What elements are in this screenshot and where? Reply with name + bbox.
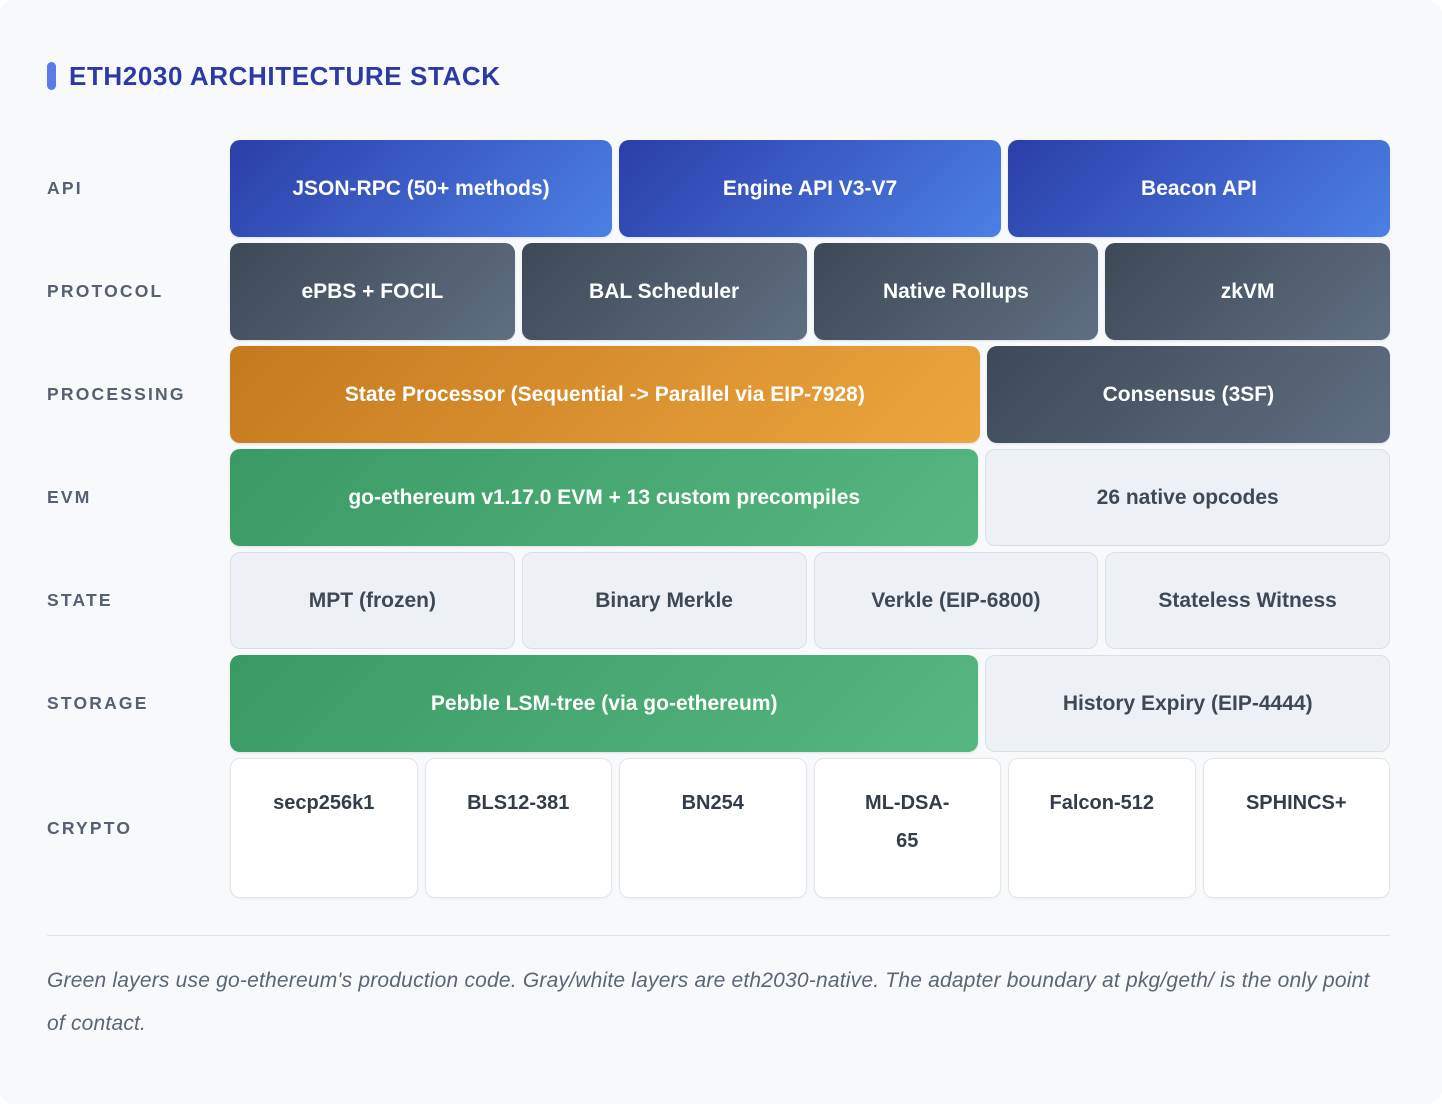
block-label: Consensus (3SF)	[1102, 382, 1275, 406]
block-bal-scheduler: BAL Scheduler	[521, 243, 807, 340]
block-falcon-512: Falcon-512	[1008, 758, 1196, 898]
block-native-opcodes: 26 native opcodes	[985, 449, 1390, 546]
block-label: Beacon API	[1141, 176, 1257, 200]
block-ml-dsa-65: ML-DSA-65	[813, 758, 1001, 898]
block-zkvm: zkVM	[1105, 243, 1390, 340]
row-label-processing: PROCESSING	[47, 384, 186, 404]
block-bls12-381: BLS12-381	[424, 758, 612, 898]
block-label: History Expiry (EIP-4444)	[1062, 691, 1313, 715]
block-epbs-focil: ePBS + FOCIL	[230, 243, 515, 340]
block-stateless-witness: Stateless Witness	[1105, 552, 1390, 649]
block-label: Engine API V3-V7	[722, 176, 898, 200]
row-label-protocol: PROTOCOL	[47, 281, 164, 301]
block-beacon-api: Beacon API	[1008, 140, 1390, 237]
block-consensus-3sf: Consensus (3SF)	[986, 346, 1390, 443]
row-processing: PROCESSING State Processor (Sequential -…	[47, 346, 1390, 443]
block-label: zkVM	[1220, 279, 1275, 303]
block-verkle: Verkle (EIP-6800)	[813, 552, 1099, 649]
block-engine-api: Engine API V3-V7	[619, 140, 1001, 237]
block-label: Stateless Witness	[1158, 588, 1337, 612]
block-pebble-lsm-tree: Pebble LSM-tree (via go-ethereum)	[230, 655, 979, 752]
row-protocol: PROTOCOL ePBS + FOCIL BAL Scheduler Nati…	[47, 243, 1390, 340]
row-storage: STORAGE Pebble LSM-tree (via go-ethereum…	[47, 655, 1390, 752]
block-label: Native Rollups	[882, 279, 1029, 303]
page-title: ETH2030 ARCHITECTURE STACK	[69, 60, 501, 91]
block-native-rollups: Native Rollups	[813, 243, 1099, 340]
title-accent-bar	[47, 62, 56, 90]
block-go-ethereum-evm: go-ethereum v1.17.0 EVM + 13 custom prec…	[230, 449, 979, 546]
row-label-api: API	[47, 178, 83, 198]
block-history-expiry: History Expiry (EIP-4444)	[985, 655, 1390, 752]
row-evm: EVM go-ethereum v1.17.0 EVM + 13 custom …	[47, 449, 1390, 546]
block-label: secp256k1	[273, 792, 375, 814]
block-label: JSON-RPC (50+ methods)	[292, 176, 550, 200]
block-label: go-ethereum v1.17.0 EVM + 13 custom prec…	[348, 485, 861, 509]
block-label: State Processor (Sequential -> Parallel …	[344, 382, 865, 406]
block-label: SPHINCS+	[1245, 792, 1347, 814]
block-label: BAL Scheduler	[589, 279, 740, 303]
block-label: Binary Merkle	[595, 588, 733, 612]
block-label: MPT (frozen)	[308, 588, 436, 612]
row-crypto: CRYPTO secp256k1 BLS12-381 BN254 ML-DSA-…	[47, 758, 1390, 898]
block-secp256k1: secp256k1	[230, 758, 418, 898]
row-label-state: STATE	[47, 590, 113, 610]
block-label: Verkle (EIP-6800)	[871, 588, 1041, 612]
block-mpt-frozen: MPT (frozen)	[230, 552, 515, 649]
footnote-text: Green layers use go-ethereum's productio…	[47, 969, 1370, 1035]
footer-divider	[47, 935, 1390, 936]
block-label: ML-DSA-65	[865, 792, 950, 852]
row-label-crypto: CRYPTO	[47, 817, 133, 838]
block-label: BLS12-381	[467, 792, 570, 814]
row-api: API JSON-RPC (50+ methods) Engine API V3…	[47, 140, 1390, 237]
stack-diagram: API JSON-RPC (50+ methods) Engine API V3…	[47, 140, 1390, 898]
block-json-rpc: JSON-RPC (50+ methods)	[230, 140, 612, 237]
block-sphincs-plus: SPHINCS+	[1202, 758, 1390, 898]
block-binary-merkle: Binary Merkle	[521, 552, 807, 649]
block-bn254: BN254	[619, 758, 807, 898]
block-label: Falcon-512	[1049, 792, 1154, 814]
title-row: ETH2030 ARCHITECTURE STACK	[47, 60, 1390, 91]
row-label-storage: STORAGE	[47, 693, 149, 713]
block-label: ePBS + FOCIL	[301, 279, 444, 303]
block-label: Pebble LSM-tree (via go-ethereum)	[430, 691, 778, 715]
block-label: 26 native opcodes	[1096, 485, 1279, 509]
row-state: STATE MPT (frozen) Binary Merkle Verkle …	[47, 552, 1390, 649]
block-state-processor: State Processor (Sequential -> Parallel …	[230, 346, 980, 443]
row-label-evm: EVM	[47, 487, 92, 507]
block-label: BN254	[681, 792, 744, 814]
